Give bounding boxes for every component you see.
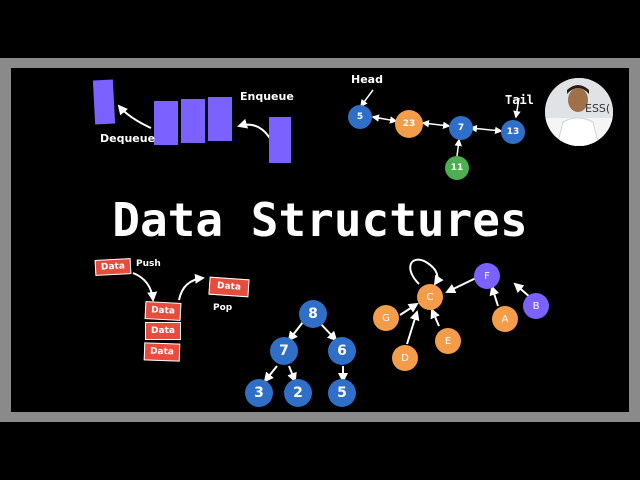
graph-node: D [392, 345, 418, 371]
connector-lines [117, 89, 532, 383]
queue-block [208, 97, 232, 141]
graph-node: C [417, 284, 443, 310]
tree-node: 7 [270, 337, 298, 365]
letterbox-bottom [0, 422, 640, 480]
graph-node: A [492, 306, 518, 332]
graph-node: G [373, 305, 399, 331]
head-label: Head [351, 73, 383, 86]
ll-node: 11 [445, 156, 469, 180]
stack-item-push: Data [94, 258, 132, 276]
queue-block-dequeued [92, 79, 116, 125]
tree-node: 2 [284, 379, 312, 407]
queue-block [181, 99, 205, 143]
enqueue-label: Enqueue [240, 90, 294, 103]
dequeue-label: Dequeue [100, 132, 156, 145]
graph-node: B [523, 293, 549, 319]
ll-node: 13 [501, 120, 525, 144]
tree-node: 6 [328, 337, 356, 365]
queue-block [154, 101, 178, 145]
page-title: Data Structures [112, 193, 528, 247]
letterbox-top [0, 0, 640, 58]
shirt-text: ESS( [585, 102, 611, 115]
presenter-avatar: ESS( [545, 78, 613, 146]
queue-block-enqueued [269, 117, 291, 163]
tree-node: 3 [245, 379, 273, 407]
stack-item: Data [144, 301, 182, 321]
graph-node: E [435, 328, 461, 354]
ll-node: 7 [449, 116, 473, 140]
stack-item: Data [143, 342, 181, 362]
graph-node: F [474, 263, 500, 289]
push-label: Push [136, 259, 161, 269]
stack-item-pop: Data [208, 276, 250, 298]
pop-label: Pop [213, 303, 233, 313]
thumbnail-panel: Dequeue Enqueue Head Tail 5 23 7 13 11 E… [11, 68, 629, 412]
ll-node: 23 [395, 110, 423, 138]
ll-node: 5 [348, 105, 372, 129]
tree-node: 5 [328, 379, 356, 407]
stack-item: Data [145, 322, 181, 340]
tail-label: Tail [505, 93, 534, 107]
tree-node: 8 [299, 300, 327, 328]
